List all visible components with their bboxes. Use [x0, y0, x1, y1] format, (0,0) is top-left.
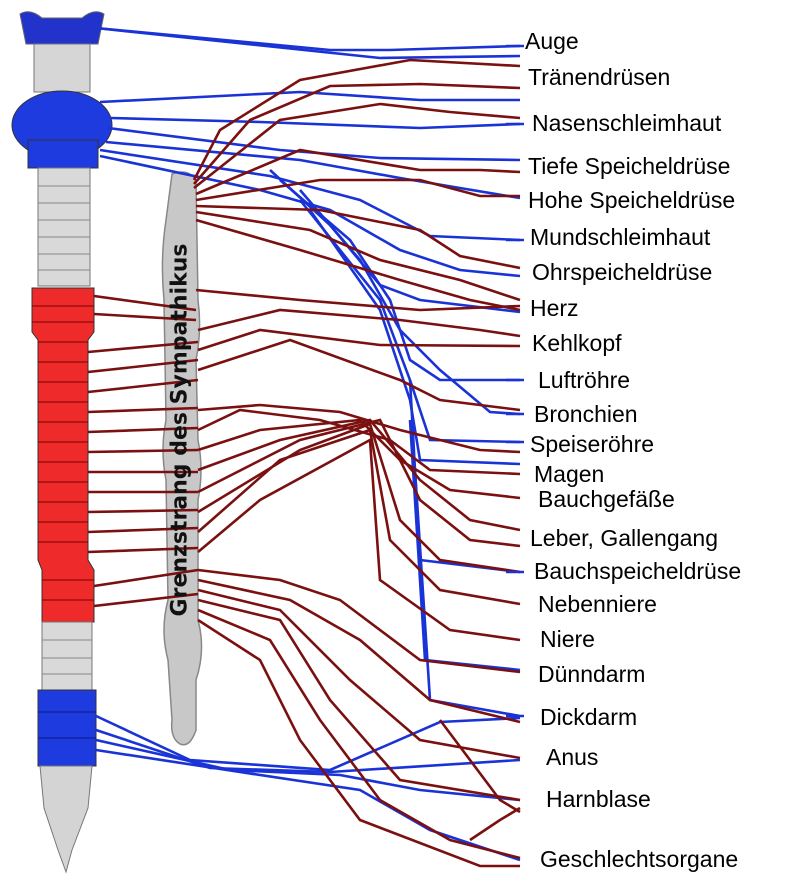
organ-label-kehlkopf: Kehlkopf	[532, 332, 622, 355]
organ-label-speiseroehre: Speiseröhre	[530, 433, 654, 456]
organ-label-bauchgefaesse: Bauchgefäße	[538, 488, 675, 511]
sympathetic-nerves	[88, 60, 520, 866]
organ-label-magen: Magen	[534, 463, 604, 486]
organ-ticks	[506, 46, 524, 716]
organ-label-auge: Auge	[525, 30, 579, 53]
organ-label-dickdarm: Dickdarm	[540, 706, 637, 729]
organ-label-niere: Niere	[540, 628, 595, 651]
organ-label-tiefe-speicheldruese: Tiefe Speicheldrüse	[528, 155, 730, 178]
thoracolumbar-segments	[32, 288, 94, 622]
organ-label-traenendruesen: Tränendrüsen	[528, 66, 670, 89]
organ-label-harnblase: Harnblase	[546, 788, 651, 811]
organ-label-nebenniere: Nebenniere	[538, 593, 657, 616]
medulla-segment	[28, 140, 98, 168]
organ-label-luftroehre: Luftröhre	[538, 369, 630, 392]
organ-label-hohe-speicheldruese: Hohe Speicheldrüse	[528, 189, 735, 212]
sympathetic-trunk-label: Grenzstrang des Sympathikus	[168, 244, 193, 617]
cranial-segment	[34, 44, 90, 92]
spinal-column	[12, 12, 112, 872]
organ-label-geschlechtsorgane: Geschlechtsorgane	[540, 848, 738, 871]
organ-label-bronchien: Bronchien	[534, 403, 638, 426]
organ-label-ohrspeicheldruese: Ohrspeicheldrüse	[532, 261, 712, 284]
organ-label-bauchspeicheldruese: Bauchspeicheldrüse	[534, 560, 741, 583]
organ-label-leber-gallengang: Leber, Gallengang	[530, 527, 718, 550]
organ-label-herz: Herz	[530, 297, 579, 320]
organ-label-duenndarm: Dünndarm	[538, 663, 645, 686]
lumbar-segments	[42, 622, 92, 690]
organ-label-mundschleimhaut: Mundschleimhaut	[530, 226, 710, 249]
sacral-segments	[38, 690, 96, 766]
coccygeal-segment	[40, 766, 92, 872]
organ-label-anus: Anus	[546, 746, 598, 769]
organ-label-nasenschleimhaut: Nasenschleimhaut	[532, 112, 721, 135]
brainstem-top	[20, 12, 104, 44]
